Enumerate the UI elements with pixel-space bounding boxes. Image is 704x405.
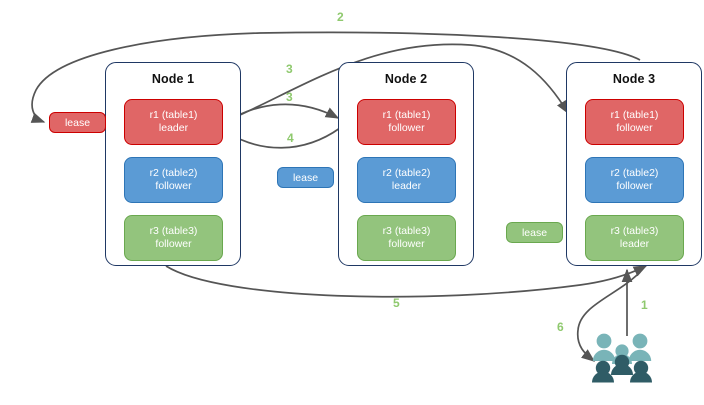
edge-label-3-lower: 3 (286, 90, 293, 104)
replica-line1: r3 (table3) (382, 225, 431, 237)
replica-line2: follower (388, 238, 425, 250)
replica-n3r1[interactable]: r1 (table1) follower (585, 99, 684, 145)
edge-label-4: 4 (287, 131, 294, 145)
replica-line2: leader (391, 180, 422, 192)
replica-n1r1[interactable]: r1 (table1) leader (124, 99, 223, 145)
edge-label-1: 1 (641, 298, 648, 312)
replica-n2r2[interactable]: r2 (table2) leader (357, 157, 456, 203)
replica-line1: r2 (table2) (149, 167, 198, 179)
replica-line2: follower (155, 238, 192, 250)
users-group-icon (592, 333, 652, 383)
edge-label-2: 2 (337, 10, 344, 24)
replica-n1r2[interactable]: r2 (table2) follower (124, 157, 223, 203)
replica-line2: follower (155, 180, 192, 192)
replica-n2r1[interactable]: r1 (table1) follower (357, 99, 456, 145)
replica-line2: follower (616, 122, 653, 134)
replica-n1r3[interactable]: r3 (table3) follower (124, 215, 223, 261)
node-container-node3[interactable]: Node 3 r1 (table1) follower r2 (table2) … (566, 62, 702, 266)
edge-4-path (226, 127, 341, 149)
replica-line2: leader (158, 122, 189, 134)
replica-line1: r1 (table1) (610, 109, 659, 121)
replica-line2: follower (616, 180, 653, 192)
node-title-node2: Node 2 (384, 72, 428, 86)
lease-badge-green[interactable]: lease (506, 222, 563, 243)
replica-line1: r1 (table1) (149, 109, 198, 121)
replica-line2: follower (388, 122, 425, 134)
replica-line1: r1 (table1) (382, 109, 431, 121)
replica-line1: r3 (table3) (610, 225, 659, 237)
edge-label-6: 6 (557, 320, 564, 334)
edge-label-3-upper: 3 (286, 62, 293, 76)
node-title-node3: Node 3 (612, 72, 656, 86)
edge-5-path (165, 265, 648, 298)
replica-line2: leader (619, 238, 650, 250)
node-title-node1: Node 1 (151, 72, 195, 86)
replica-line1: r2 (table2) (382, 167, 431, 179)
node-container-node1[interactable]: Node 1 r1 (table1) leader r2 (table2) fo… (105, 62, 241, 266)
lease-badge-red[interactable]: lease (49, 112, 106, 133)
replica-line1: r3 (table3) (149, 225, 198, 237)
lease-badge-blue[interactable]: lease (277, 167, 334, 188)
replica-n3r3[interactable]: r3 (table3) leader (585, 215, 684, 261)
replica-n3r2[interactable]: r2 (table2) follower (585, 157, 684, 203)
node-container-node2[interactable]: Node 2 r1 (table1) follower r2 (table2) … (338, 62, 474, 266)
edge-label-5: 5 (393, 296, 400, 310)
replica-n2r3[interactable]: r3 (table3) follower (357, 215, 456, 261)
replica-line1: r2 (table2) (610, 167, 659, 179)
